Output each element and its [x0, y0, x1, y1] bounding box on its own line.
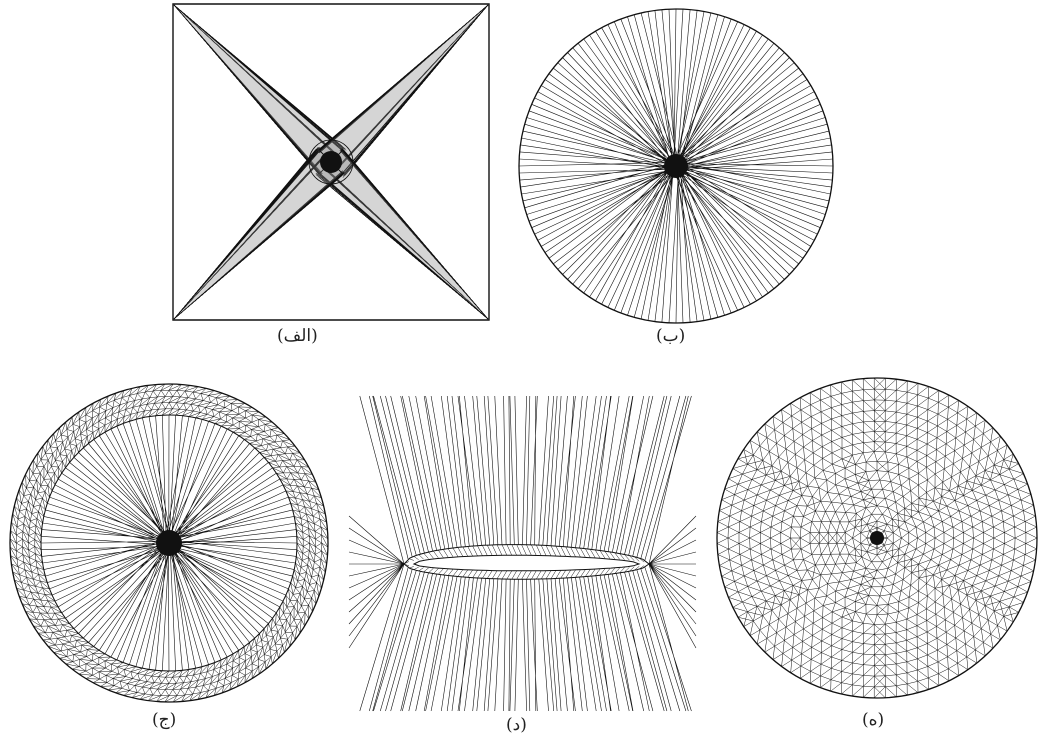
panel-e — [716, 375, 1038, 701]
center-core — [156, 530, 182, 556]
mesh-c — [8, 378, 330, 708]
radial-lines — [349, 396, 696, 711]
ring-triangles — [10, 384, 328, 702]
x-arm-fill-1 — [320, 5, 488, 173]
caption-b: (ب) — [656, 326, 686, 346]
panel-c — [8, 378, 330, 708]
x-arm-fill-2 — [320, 151, 488, 319]
mesh-b — [516, 8, 836, 324]
x-arm-0 — [174, 5, 346, 176]
panel-d — [349, 396, 696, 711]
center-ring — [309, 140, 353, 184]
caption-d: (د) — [506, 715, 527, 735]
panel-a — [172, 3, 490, 321]
boundary-layer-triangles — [404, 545, 649, 580]
panel-b — [516, 8, 836, 324]
x-arm-1 — [317, 5, 488, 178]
caption-a: (الف) — [277, 326, 318, 346]
mesh-d — [349, 396, 696, 711]
x-arm-fill-3 — [174, 151, 342, 319]
mesh-a — [172, 3, 490, 321]
center-core — [664, 154, 688, 178]
airfoil — [414, 555, 639, 571]
center-core — [870, 531, 884, 545]
center-core — [320, 151, 342, 173]
caption-c: (ج) — [152, 710, 177, 730]
radial-lines — [519, 9, 833, 323]
radial-lines — [41, 415, 297, 671]
mesh-e — [716, 375, 1038, 701]
square-boundary — [173, 4, 489, 320]
caption-e: (ه) — [862, 710, 885, 730]
